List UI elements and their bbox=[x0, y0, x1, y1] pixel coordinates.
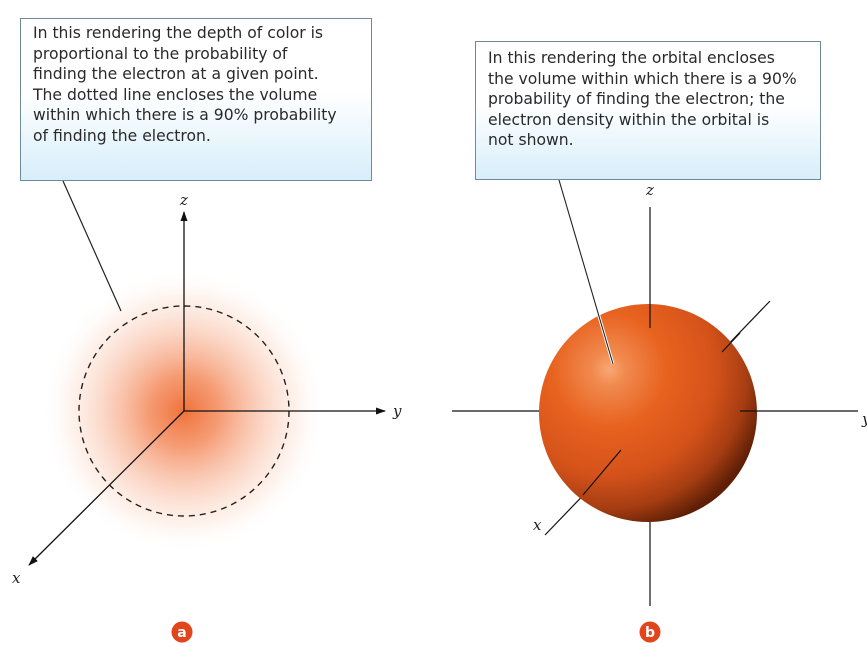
panel-a-badge-label: a bbox=[177, 625, 186, 641]
y-axis-label: y bbox=[392, 402, 402, 420]
x-axis-label: x bbox=[12, 569, 21, 587]
z-axis-label: z bbox=[645, 181, 654, 199]
x-axis-label: x bbox=[533, 516, 542, 534]
z-axis-label: z bbox=[179, 191, 188, 209]
panel-b: z y x b bbox=[452, 180, 867, 643]
callout-b: In this rendering the orbital encloses t… bbox=[475, 41, 821, 180]
callout-a: In this rendering the depth of color is … bbox=[20, 18, 372, 181]
panel-a: z y x a bbox=[12, 181, 402, 643]
callout-a-leader bbox=[63, 181, 121, 311]
y-axis-label: y bbox=[861, 410, 867, 428]
panel-b-badge-label: b bbox=[645, 625, 655, 641]
orbital-sphere bbox=[539, 304, 757, 522]
